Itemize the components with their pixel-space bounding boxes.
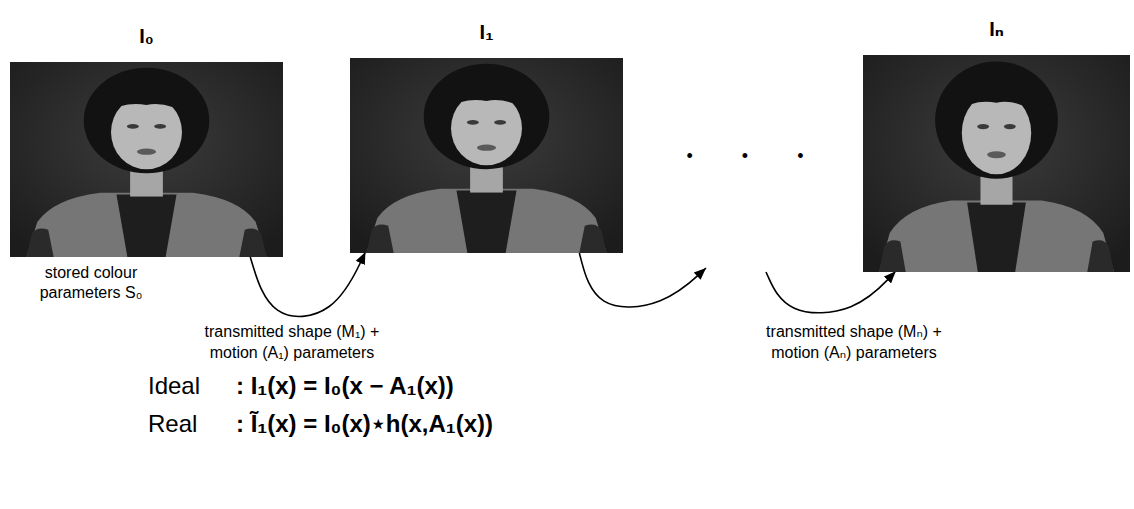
mouth — [987, 151, 1006, 158]
eye — [467, 120, 479, 125]
inner-shirt — [456, 191, 516, 253]
curved-arrow — [579, 253, 895, 313]
eye — [494, 120, 506, 125]
cardigan — [879, 200, 1114, 272]
photo-illustration — [10, 62, 283, 257]
frame-label: Iₙ — [989, 17, 1004, 41]
frame-label: I₁ — [480, 21, 494, 44]
photo-background — [10, 62, 283, 257]
eye — [977, 124, 989, 129]
photo-frame: I₀stored colour parameters S₀ — [10, 62, 283, 257]
inner-shirt — [116, 195, 176, 257]
inner-shirt — [967, 203, 1026, 272]
hair — [935, 62, 1058, 179]
connector-label: transmitted shape (M₁) + motion (A₁) par… — [180, 322, 404, 364]
equation: : I₁(x) = I₀(x − A₁(x)) — [236, 372, 454, 400]
ellipsis-dots: • • • — [687, 146, 804, 167]
equation: : Ĩ₁(x) = I₀(x)⋆h(x,A₁(x)) — [236, 410, 493, 438]
caption-text: stored colour parameters S₀ — [16, 263, 166, 303]
hair — [84, 68, 210, 173]
eye — [154, 124, 166, 129]
arrowhead — [694, 264, 710, 279]
eye — [1004, 124, 1016, 129]
cardigan — [366, 189, 606, 253]
curved-arrow — [250, 253, 365, 316]
fringe — [446, 79, 531, 112]
equation-name: Real — [148, 410, 197, 438]
photo-frame: I₁ — [350, 58, 623, 253]
fringe — [956, 79, 1039, 116]
photo-frame: Iₙ — [863, 55, 1130, 272]
photo-background — [350, 58, 623, 253]
frame-label: I₀ — [139, 25, 154, 48]
photo-illustration — [863, 55, 1130, 272]
mouth — [477, 145, 496, 151]
cardigan — [26, 193, 266, 257]
connector-label: transmitted shape (Mₙ) + motion (Aₙ) par… — [742, 322, 966, 364]
photo-background — [863, 55, 1130, 272]
photo-illustration — [350, 58, 623, 253]
equation-name: Ideal — [148, 372, 200, 400]
connector-group — [250, 253, 365, 316]
eye — [127, 124, 139, 129]
mouth — [137, 149, 156, 155]
hair — [424, 64, 550, 169]
connector-group — [579, 253, 895, 313]
fringe — [106, 83, 191, 116]
